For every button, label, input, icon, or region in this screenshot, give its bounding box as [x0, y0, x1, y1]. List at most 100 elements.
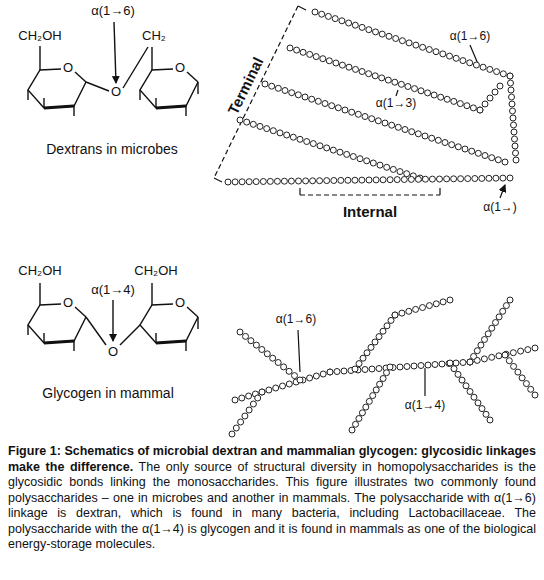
glucose-bead — [444, 96, 450, 102]
glucose-bead — [355, 111, 361, 117]
glucose-bead — [253, 342, 259, 348]
glucose-bead — [453, 55, 459, 61]
glucose-bead — [467, 359, 473, 365]
glucose-bead — [479, 175, 485, 181]
glucose-bead — [364, 158, 370, 164]
glucose-bead — [523, 381, 529, 387]
glucose-bead — [447, 297, 453, 303]
glucose-bead — [233, 425, 239, 431]
glucose-bead — [375, 118, 381, 124]
glucose-bead — [296, 178, 302, 184]
glucose-bead — [447, 360, 453, 366]
glucose-bead — [412, 86, 418, 92]
structure-name: Dextrans in microbes — [46, 142, 178, 157]
glucose-bead — [515, 369, 521, 375]
figure-caption: Figure 1: Schematics of microbial dextra… — [8, 444, 536, 553]
glucose-bead — [356, 361, 362, 367]
glucose-bead — [384, 323, 390, 329]
glucose-bead — [496, 314, 502, 320]
glucose-bead — [379, 75, 385, 81]
atom-label: O — [175, 296, 185, 310]
region-name: Internal — [343, 204, 397, 221]
glucose-bead — [387, 364, 393, 370]
glucose-bead — [264, 351, 270, 357]
glucose-bead — [496, 353, 502, 359]
glucose-bead — [359, 410, 365, 416]
glucose-bead — [506, 358, 512, 364]
glucose-bead — [304, 139, 310, 145]
glucose-bead — [451, 98, 457, 104]
glucose-bead — [404, 364, 410, 370]
glucose-bead — [260, 179, 266, 185]
glucose-bead — [440, 299, 446, 305]
glucose-bead — [376, 334, 382, 340]
glucose-bead — [500, 71, 506, 77]
glucose-bead — [352, 177, 358, 183]
glucose-bead — [253, 179, 259, 185]
glucose-bead — [392, 79, 398, 85]
glucose-bead — [376, 366, 382, 372]
glucose-bead — [302, 94, 308, 100]
region-name: Terminal — [225, 55, 267, 117]
glucose-bead — [341, 368, 347, 374]
glucose-bead — [360, 355, 366, 361]
glucose-bead — [509, 94, 515, 100]
glucose-bead — [259, 347, 265, 353]
glucose-bead — [422, 176, 428, 182]
glucose-bead — [389, 122, 395, 128]
glucose-bead — [368, 344, 374, 350]
glucose-bead — [493, 320, 499, 326]
glucose-bead — [303, 178, 309, 184]
glucose-bead — [479, 406, 485, 412]
glucose-bead — [392, 312, 398, 318]
glucose-bead — [359, 24, 365, 30]
glucose-bead — [426, 303, 432, 309]
glucose-bead — [366, 27, 372, 33]
glucose-bead — [322, 101, 328, 107]
glucose-bead — [397, 169, 403, 175]
glucose-bead — [497, 83, 503, 89]
glucose-bead — [519, 375, 525, 381]
glucose-bead — [532, 392, 538, 398]
glucose-bead — [324, 178, 330, 184]
glucose-bead — [266, 387, 272, 393]
glucose-bead — [467, 359, 473, 365]
glucose-bead — [377, 381, 383, 387]
glucose-bead — [337, 149, 343, 155]
glucose-bead — [372, 339, 378, 345]
glucose-bead — [290, 134, 296, 140]
glucose-bead — [439, 361, 445, 367]
glucose-bead — [415, 131, 421, 137]
glucose-bead — [379, 31, 385, 37]
glucose-bead — [243, 333, 249, 339]
glucose-bead — [460, 58, 466, 64]
glucose-bead — [339, 18, 345, 24]
glucose-bead — [326, 58, 332, 64]
glucose-bead — [392, 312, 398, 318]
glucose-bead — [433, 301, 439, 307]
glucose-bead — [413, 42, 419, 48]
glucose-bead — [507, 175, 513, 181]
glucose-bead — [280, 383, 286, 389]
glucose-bead — [248, 338, 254, 344]
glucose-bead — [475, 400, 481, 406]
glucose-bead — [315, 98, 321, 104]
glucose-bead — [418, 88, 424, 94]
glucose-bead — [469, 148, 475, 154]
glucose-bead — [489, 354, 495, 360]
glucose-bead — [508, 87, 514, 93]
glucose-bead — [267, 178, 273, 184]
glucose-bead — [363, 404, 369, 410]
glucose-bead — [232, 179, 238, 185]
glucose-bead — [455, 371, 461, 377]
glucose-bead — [507, 297, 513, 303]
glucose-bead — [359, 177, 365, 183]
glucose-bead — [364, 350, 370, 356]
linkage-label: α(1→6) — [91, 4, 135, 18]
glucose-bead — [246, 179, 252, 185]
glucose-bead — [477, 107, 483, 113]
glucose-bead — [239, 395, 245, 401]
glucose-bead — [325, 13, 331, 19]
glucose-bead — [352, 366, 358, 372]
glucose-bead — [398, 81, 404, 87]
